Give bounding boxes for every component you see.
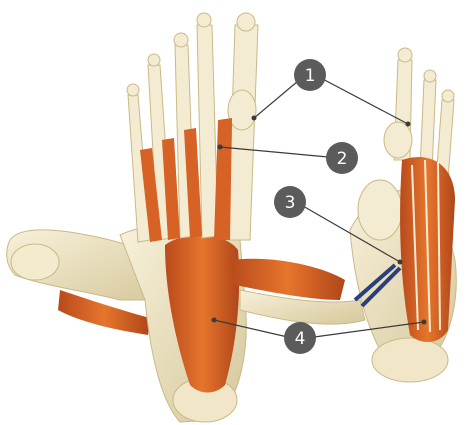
marker-3: 3 xyxy=(274,186,306,218)
marker-1-label: 1 xyxy=(305,66,316,86)
right-foot xyxy=(350,48,456,382)
marker-3-label: 3 xyxy=(285,193,296,213)
marker-4-label: 4 xyxy=(295,329,306,349)
marker-4: 4 xyxy=(284,322,316,354)
marker-1: 1 xyxy=(294,59,326,91)
right-foot-heel xyxy=(372,338,448,382)
marker-2: 2 xyxy=(326,142,358,174)
leader-line-1b xyxy=(317,76,408,124)
left-foot xyxy=(7,13,258,422)
marker-2-label: 2 xyxy=(337,149,348,169)
left-foot-heel-knob xyxy=(11,244,59,280)
